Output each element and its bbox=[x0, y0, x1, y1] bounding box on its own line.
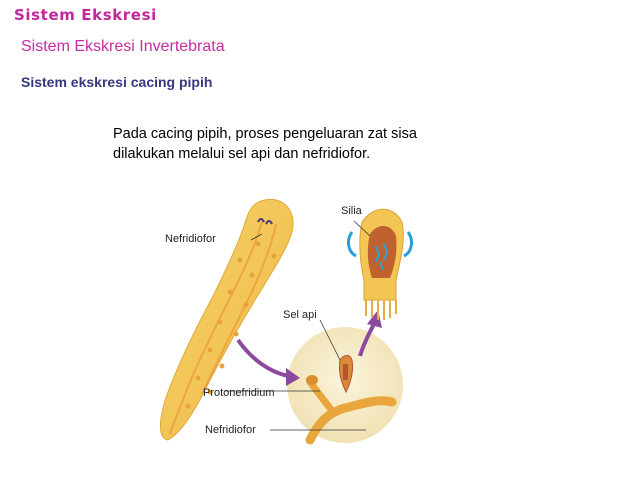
enlarged-flame-cell bbox=[347, 208, 413, 320]
leader-nefridiofor-top bbox=[250, 233, 263, 241]
section-heading: Sistem ekskresi cacing pipih bbox=[21, 74, 213, 90]
leader-sel-api bbox=[319, 319, 341, 361]
slide-top-title: Sistem Ekskresi bbox=[14, 6, 157, 24]
slide-subtitle: Sistem Ekskresi Invertebrata bbox=[21, 38, 225, 55]
flatworm-body bbox=[160, 198, 294, 441]
eyespot-left-icon bbox=[257, 218, 265, 223]
leader-silia bbox=[353, 220, 371, 237]
label-nefridiofor-top: Nefridiofor bbox=[165, 233, 216, 245]
label-nefridiofor-bottom: Nefridiofor bbox=[205, 424, 256, 436]
label-silia: Silia bbox=[341, 205, 363, 217]
label-sel-api: Sel api bbox=[283, 309, 317, 321]
paragraph-line-1: Pada cacing pipih, proses pengeluaran za… bbox=[113, 126, 417, 142]
paragraph-line-2: dilakukan melalui sel api dan nefridiofo… bbox=[113, 146, 371, 162]
body-paragraph: Pada cacing pipih, proses pengeluaran za… bbox=[113, 124, 473, 164]
label-protonefridium: Protonefridium bbox=[203, 387, 275, 399]
arrow-to-circle-icon bbox=[236, 338, 300, 386]
protonephridium-tubes bbox=[305, 375, 397, 445]
eyespot-right-icon bbox=[265, 220, 273, 225]
flame-cell-icon bbox=[339, 355, 353, 394]
